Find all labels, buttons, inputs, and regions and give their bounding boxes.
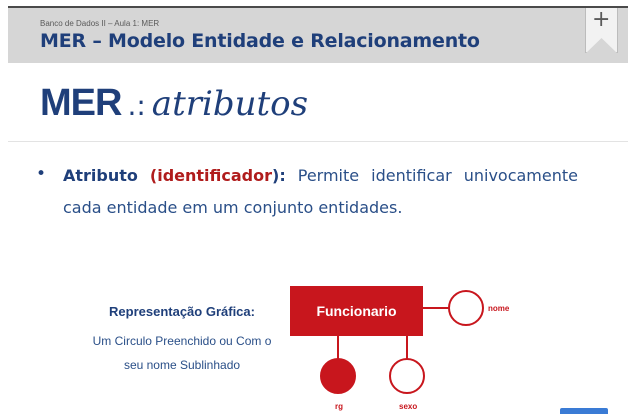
representation-line-2: seu nome Sublinhado	[123, 358, 241, 372]
topic-title: MER – Modelo Entidade e Relacionamento	[40, 30, 480, 52]
corner-button[interactable]	[560, 408, 608, 414]
slide-title-separator: .:	[127, 89, 146, 122]
er-diagram	[320, 290, 484, 394]
slide-frame: Banco de Dados II – Aula 1: MER MER – Mo…	[8, 6, 628, 414]
attribute-nome-circle	[448, 290, 484, 326]
attribute-label-rg: rg	[335, 402, 343, 411]
slide-title-main: MER	[40, 82, 122, 124]
paren-close: ):	[272, 166, 286, 185]
entity-label: Funcionario	[316, 303, 397, 319]
qualifier-label: identificador	[157, 166, 273, 185]
divider	[8, 141, 628, 142]
bullet-icon: •	[36, 164, 47, 184]
attribute-label-nome: nome	[488, 304, 510, 313]
paren-open: (	[149, 166, 158, 185]
slide-header: Banco de Dados II – Aula 1: MER MER – Mo…	[8, 8, 628, 63]
term-label: Atributo	[63, 166, 138, 185]
representation-title: Representação Gráfica:	[109, 304, 255, 319]
attribute-sexo-circle	[389, 358, 425, 394]
definition-text: Permite identificar univocamente cada en…	[63, 166, 578, 217]
representation-line-1: Um Circulo Preenchido ou Com o	[92, 334, 272, 348]
entity-funcionario: Funcionario	[290, 286, 423, 336]
attribute-label-sexo: sexo	[399, 402, 418, 411]
definition-paragraph: Atributo (identificador): Permite identi…	[63, 160, 578, 224]
slide-title-subtitle: atributos	[151, 84, 309, 124]
representation-description: Um Circulo Preenchido ou Com o seu nome …	[64, 329, 300, 377]
course-label: Banco de Dados II – Aula 1: MER	[40, 19, 160, 28]
attribute-rg-circle	[320, 358, 356, 394]
plus-icon[interactable]: +	[592, 7, 611, 32]
slide-title: MER.:atributos	[40, 82, 308, 132]
